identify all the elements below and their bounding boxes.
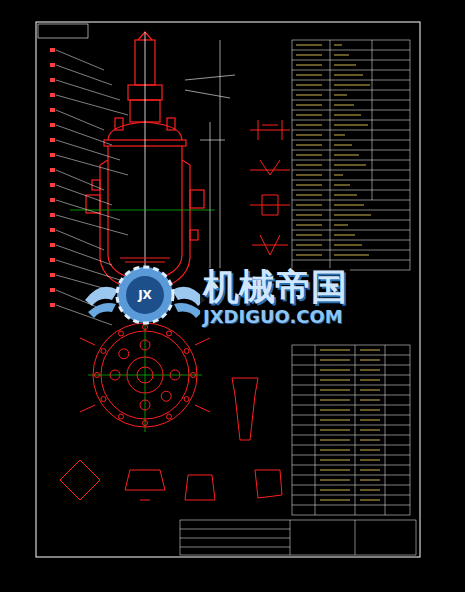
watermark-url: JXDIGUO.COM bbox=[200, 307, 346, 327]
watermark-text: 机械帝国 bbox=[200, 268, 350, 306]
nozzle-details bbox=[250, 120, 290, 255]
sheet-frame bbox=[36, 22, 420, 557]
section-details bbox=[60, 378, 282, 500]
callout-marks bbox=[50, 48, 55, 307]
watermark-logo bbox=[85, 267, 205, 323]
logo-initials: JX bbox=[138, 289, 152, 301]
spec-tables bbox=[180, 40, 416, 555]
top-view bbox=[80, 323, 210, 427]
centre-lines bbox=[70, 210, 215, 432]
leader-lines bbox=[56, 50, 128, 325]
corner-box bbox=[38, 24, 88, 38]
dimension-lines bbox=[185, 40, 235, 292]
